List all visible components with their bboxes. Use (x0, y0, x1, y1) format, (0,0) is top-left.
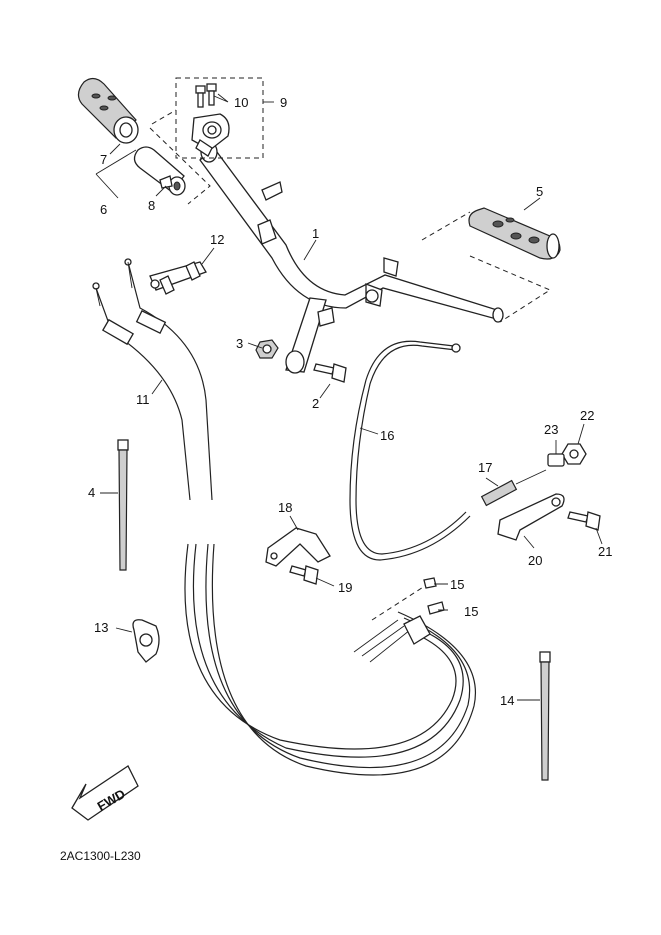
callout-15a: 15 (450, 577, 464, 592)
callout-6: 6 (100, 202, 107, 217)
bolt-19 (289, 565, 319, 585)
callout-21: 21 (598, 544, 612, 559)
bracket-18 (265, 527, 331, 567)
callout-12: 12 (210, 232, 224, 247)
right-grip (468, 207, 561, 260)
cable-adjuster (480, 469, 547, 507)
grip-dashed-outline (149, 127, 211, 205)
callout-22: 22 (580, 408, 594, 423)
callout-10: 10 (234, 95, 248, 110)
callout-leaders (95, 93, 603, 701)
cable-tie-4 (117, 439, 129, 571)
callout-15b: 15 (464, 604, 478, 619)
throttle-cables (92, 258, 476, 776)
callout-1: 1 (312, 226, 319, 241)
callout-18: 18 (278, 500, 292, 515)
callout-11: 11 (136, 392, 150, 407)
callout-23: 23 (544, 422, 558, 437)
throttle-housing-outline-2 (151, 109, 177, 125)
callout-13: 13 (94, 620, 108, 635)
handlebar (199, 141, 504, 374)
callout-4: 4 (88, 485, 95, 500)
callout-16: 16 (380, 428, 394, 443)
throttle-grip-assembly (133, 146, 186, 196)
callout-20: 20 (528, 553, 542, 568)
callout-2: 2 (312, 396, 319, 411)
nut-22 (561, 443, 587, 465)
throttle-housing (191, 113, 230, 157)
screws-15 (423, 577, 445, 615)
brake-cable (349, 340, 471, 561)
callout-3: 3 (236, 336, 243, 351)
callout-8: 8 (148, 198, 155, 213)
nut-23 (547, 453, 565, 467)
right-grip-outline (421, 211, 552, 323)
callout-7: 7 (100, 152, 107, 167)
bracket-20 (497, 493, 565, 541)
callout-17: 17 (478, 460, 492, 475)
bolt-2 (313, 363, 347, 383)
nut-3 (255, 339, 279, 359)
callout-14: 14 (500, 693, 514, 708)
callout-19: 19 (338, 580, 352, 595)
diagram-code: 2AC1300-L230 (60, 849, 141, 863)
cable-holder (149, 261, 207, 295)
screws-10 (195, 83, 217, 108)
cable-junction (353, 583, 431, 663)
fwd-arrow (71, 765, 139, 821)
throttle-housing-outline (175, 77, 264, 159)
cable-tie-14 (539, 651, 551, 781)
bolt-21 (567, 511, 601, 531)
callout-5: 5 (536, 184, 543, 199)
callout-9: 9 (280, 95, 287, 110)
left-grip (77, 77, 139, 144)
clamp-13 (132, 619, 160, 663)
